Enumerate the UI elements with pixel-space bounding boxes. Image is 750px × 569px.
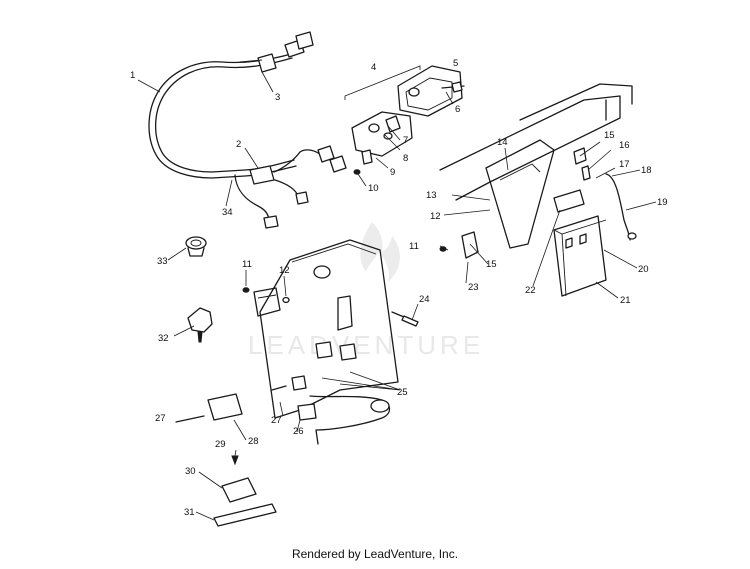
callout-labels: 1 2 3 4 5 6 7 8 9 10 11 11 12 12 13 14 1… [130, 58, 668, 518]
callout-11-left: 11 [242, 259, 252, 270]
callout-1: 1 [130, 70, 135, 81]
watermark: LEADVENTURE [248, 222, 484, 360]
callout-9: 9 [390, 167, 395, 178]
callout-20: 20 [638, 264, 649, 275]
callout-25: 25 [397, 387, 408, 398]
callout-2: 2 [236, 139, 241, 150]
callout-32: 32 [158, 333, 169, 344]
callout-12-left: 12 [279, 265, 290, 276]
callout-21: 21 [620, 295, 631, 306]
callout-30: 30 [185, 466, 196, 477]
callout-27-left: 27 [155, 413, 166, 424]
callout-12-right: 12 [430, 211, 441, 222]
callout-14: 14 [497, 137, 508, 148]
callout-26: 26 [293, 426, 304, 437]
wiring-harness [148, 31, 347, 229]
callout-11-right: 11 [409, 241, 419, 252]
callout-24: 24 [419, 294, 430, 305]
callout-8: 8 [403, 153, 408, 164]
callout-10: 10 [368, 183, 379, 194]
bracket-32 [187, 307, 213, 343]
callout-15-bottom: 15 [486, 259, 497, 270]
watermark-flame-icon [360, 222, 400, 282]
watermark-text: LEADVENTURE [248, 330, 484, 360]
callout-22: 22 [525, 285, 536, 296]
callout-29: 29 [215, 439, 226, 450]
grommet [185, 236, 207, 257]
pad-assembly [213, 455, 277, 527]
callout-6: 6 [455, 104, 460, 115]
callout-18: 18 [641, 165, 652, 176]
leader-lines [137, 71, 657, 521]
block-28 [175, 393, 243, 423]
taillight-assembly [344, 65, 465, 175]
callout-15-top: 15 [604, 130, 615, 141]
callout-17: 17 [619, 159, 630, 170]
callout-34: 34 [222, 207, 233, 218]
frame-and-battery [439, 83, 637, 297]
callout-3: 3 [275, 92, 280, 103]
callout-4: 4 [371, 62, 376, 73]
callout-27-right: 27 [271, 415, 282, 426]
relay-module [242, 287, 290, 317]
callout-16: 16 [619, 140, 630, 151]
callout-33: 33 [157, 256, 168, 267]
callout-13: 13 [426, 190, 437, 201]
callout-23: 23 [468, 282, 479, 293]
mounting-panel [259, 239, 419, 445]
footer-credit: Rendered by LeadVenture, Inc. [291, 547, 459, 561]
callout-7: 7 [403, 135, 408, 146]
callout-31: 31 [184, 507, 195, 518]
callout-28: 28 [248, 436, 259, 447]
callout-19: 19 [657, 197, 668, 208]
callout-5: 5 [453, 58, 458, 69]
